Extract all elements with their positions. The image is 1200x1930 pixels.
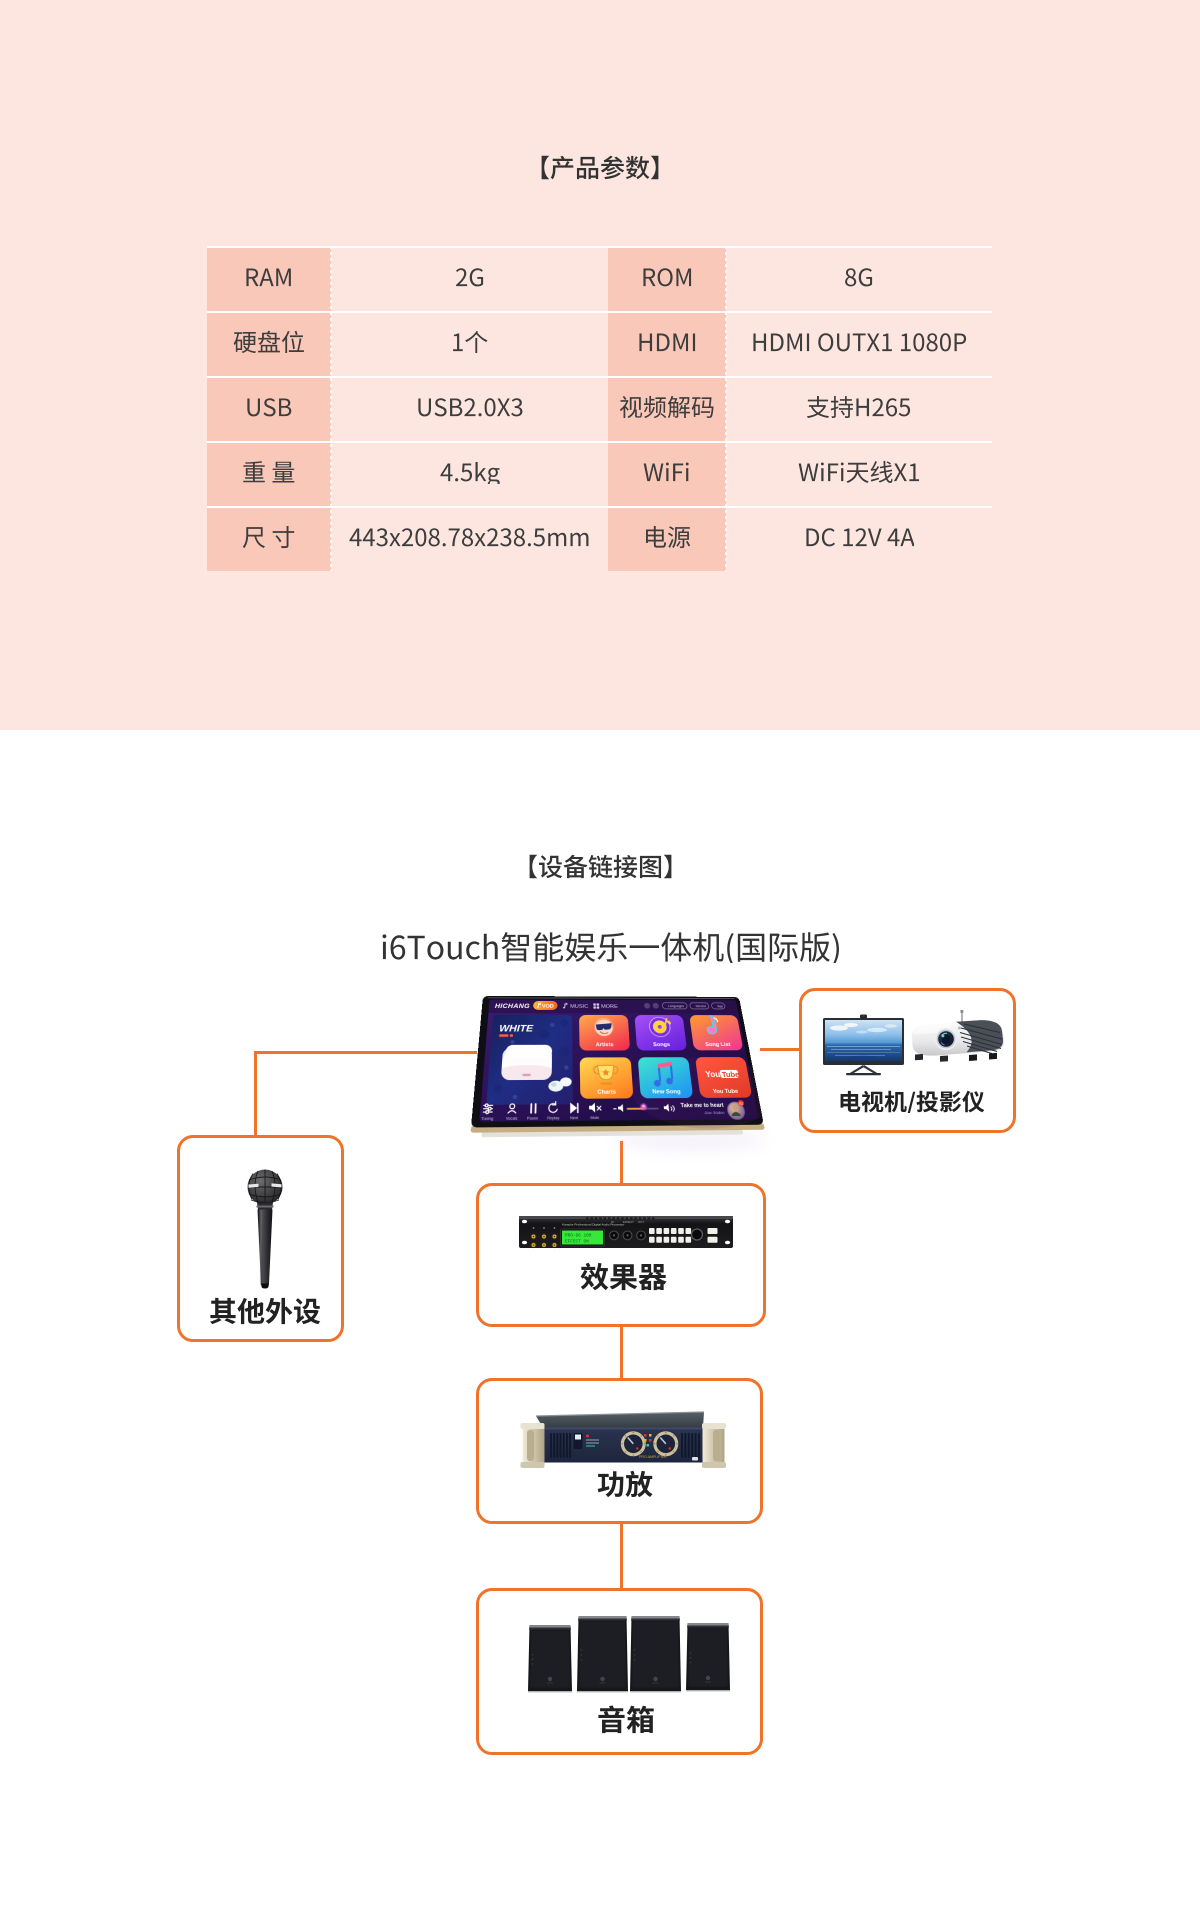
svg-text:WHITE: WHITE — [499, 1022, 535, 1033]
svg-text:You: You — [705, 1071, 721, 1080]
svg-text:Artists: Artists — [596, 1042, 615, 1048]
svg-text:Tube: Tube — [721, 1071, 740, 1080]
svg-text:Alan Walker: Alan Walker — [704, 1110, 725, 1115]
svg-text:Song List: Song List — [705, 1041, 731, 1047]
svg-text:MORE: MORE — [601, 1004, 618, 1010]
svg-text:PRO-66 100: PRO-66 100 — [565, 1234, 592, 1239]
svg-text:IN: IN — [611, 1220, 614, 1224]
svg-text:Mute: Mute — [590, 1115, 599, 1120]
svg-text:EFFECT: EFFECT — [623, 1220, 634, 1224]
svg-text:Pause: Pause — [527, 1115, 539, 1121]
svg-text:You Tube: You Tube — [712, 1088, 739, 1094]
svg-text:App: App — [717, 1004, 724, 1008]
svg-text:PRO AMPLIFIER: PRO AMPLIFIER — [639, 1455, 667, 1459]
svg-text:Replay: Replay — [547, 1115, 560, 1121]
svg-text:Next: Next — [570, 1115, 578, 1120]
svg-text:Tuning: Tuning — [481, 1116, 494, 1122]
svg-text:New Song: New Song — [652, 1088, 681, 1095]
svg-text:Service: Service — [695, 1004, 707, 1008]
svg-text:82: 82 — [739, 1102, 744, 1106]
svg-text:HICHANG: HICHANG — [495, 1004, 530, 1011]
svg-text:OUT: OUT — [638, 1220, 644, 1224]
svg-text:Languages: Languages — [668, 1004, 685, 1008]
svg-text:VOD: VOD — [542, 1003, 555, 1008]
svg-text:EFFECT ON: EFFECT ON — [565, 1240, 589, 1245]
svg-text:Take me to heart: Take me to heart — [680, 1102, 724, 1109]
svg-text:Songs: Songs — [653, 1041, 671, 1047]
svg-text:Charts: Charts — [597, 1089, 616, 1096]
svg-text:Karaoke Professional Digital A: Karaoke Professional Digital Audio Proce… — [562, 1223, 624, 1227]
svg-text:Vocals: Vocals — [506, 1116, 519, 1122]
svg-text:MUSIC: MUSIC — [570, 1003, 589, 1009]
